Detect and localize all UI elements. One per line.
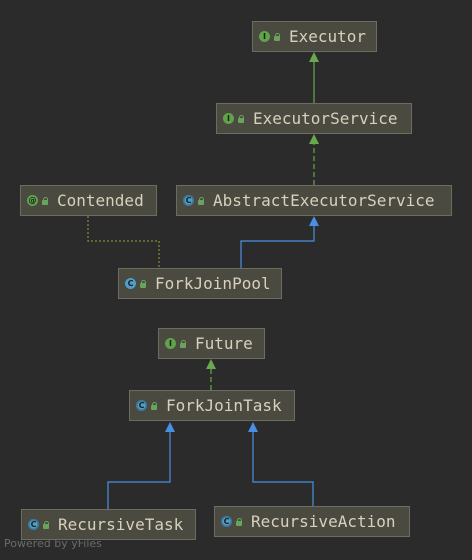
arrowhead-abstractexecutorservice — [309, 216, 319, 226]
abstract-class-icon: C — [136, 400, 147, 411]
interface-icon: I — [165, 338, 176, 349]
lock-icon — [235, 517, 243, 526]
lock-icon — [150, 401, 158, 410]
lock-icon — [139, 279, 147, 288]
edge-forkjoinpool-annotated-contended — [87, 216, 160, 268]
class-name: Future — [195, 333, 253, 353]
lock-icon — [42, 520, 50, 529]
lock-icon — [237, 114, 245, 123]
class-node-future[interactable]: I Future — [158, 328, 265, 359]
class-name: ForkJoinPool — [155, 273, 271, 293]
arrowhead-forkjointask-right — [248, 422, 258, 432]
lock-icon — [273, 32, 281, 41]
annotation-icon: @ — [27, 195, 38, 206]
class-node-forkjointask[interactable]: C ForkJoinTask — [129, 390, 295, 421]
arrowhead-executor — [309, 52, 319, 62]
arrowhead-executorservice — [309, 134, 319, 144]
class-name: ForkJoinTask — [166, 395, 282, 415]
class-icon: C — [125, 278, 136, 289]
class-name: RecursiveTask — [58, 514, 184, 534]
class-node-executor[interactable]: I Executor — [252, 21, 377, 52]
lock-icon — [197, 196, 205, 205]
class-node-recursiveaction[interactable]: C RecursiveAction — [214, 506, 410, 537]
class-name: ExecutorService — [253, 108, 398, 128]
abstract-class-icon: C — [221, 516, 232, 527]
edge-recursiveaction-extends-forkjointask — [252, 431, 314, 506]
class-name: Executor — [289, 26, 367, 46]
class-node-recursivetask[interactable]: C RecursiveTask — [21, 509, 196, 540]
lock-icon — [179, 339, 187, 348]
class-node-contended[interactable]: @ Contended — [20, 185, 157, 216]
class-name: AbstractExecutorService — [213, 190, 435, 210]
class-name: Contended — [57, 190, 144, 210]
lock-icon — [41, 196, 49, 205]
class-node-executorservice[interactable]: I ExecutorService — [216, 103, 412, 134]
interface-icon: I — [259, 31, 270, 42]
edge-forkjoinpool-extends-abstractexecutorservice — [240, 225, 315, 268]
class-node-abstractexecutorservice[interactable]: C AbstractExecutorService — [176, 185, 452, 216]
arrowhead-forkjointask-left — [165, 422, 175, 432]
edge-recursivetask-extends-forkjointask — [107, 431, 171, 509]
watermark: Powered by yFiles — [4, 537, 102, 550]
abstract-class-icon: C — [28, 519, 39, 530]
arrowhead-future — [206, 359, 216, 369]
interface-icon: I — [223, 113, 234, 124]
class-name: RecursiveAction — [251, 511, 396, 531]
class-node-forkjoinpool[interactable]: C ForkJoinPool — [118, 268, 282, 299]
abstract-class-icon: C — [183, 195, 194, 206]
